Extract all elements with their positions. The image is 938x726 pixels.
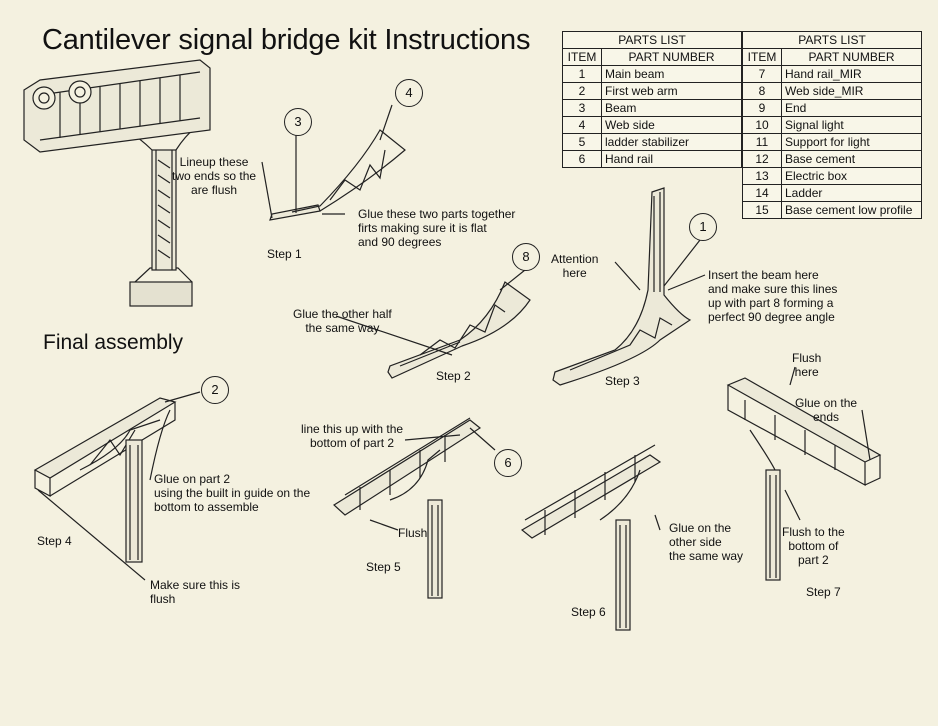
final-assembly-heading: Final assembly xyxy=(43,331,184,354)
item-number: 11 xyxy=(742,133,782,151)
step-label: Step 2 xyxy=(436,369,471,383)
part-name: Electric box xyxy=(781,167,922,185)
step-5-drawing xyxy=(333,417,496,599)
step-7-drawing xyxy=(726,366,882,581)
callout-part-2: 2 xyxy=(201,376,229,404)
part-name: Hand rail xyxy=(601,150,742,168)
page-title: Cantilever signal bridge kit Instruction… xyxy=(42,24,531,56)
item-number: 10 xyxy=(742,116,782,134)
step-4-drawing xyxy=(33,391,201,581)
step-label: Step 7 xyxy=(806,585,841,599)
callout-part-4: 4 xyxy=(395,79,423,107)
callout-part-8: 8 xyxy=(512,243,540,271)
part-name: Signal light xyxy=(781,116,922,134)
callout-part-3: 3 xyxy=(284,108,312,136)
step-label: Step 1 xyxy=(267,247,302,261)
step-2-drawing xyxy=(335,269,531,379)
callout-part-1: 1 xyxy=(689,213,717,241)
part-name: Beam xyxy=(601,99,742,117)
col-part: PART NUMBER xyxy=(601,48,742,66)
parts-list-heading: PARTS LIST xyxy=(742,31,922,49)
step-1-drawing xyxy=(261,104,406,221)
part-name: Base cement low profile xyxy=(781,201,922,219)
part-name: Main beam xyxy=(601,65,742,83)
part-name: Web side_MIR xyxy=(781,82,922,100)
item-number: 6 xyxy=(562,150,602,168)
note-flush: Flush xyxy=(398,526,428,540)
step-label: Step 5 xyxy=(366,560,401,574)
part-name: First web arm xyxy=(601,82,742,100)
step-label: Step 3 xyxy=(605,374,640,388)
step-3-drawing xyxy=(552,187,706,386)
step-label: Step 4 xyxy=(37,534,72,548)
callout-part-6: 6 xyxy=(494,449,522,477)
part-name: ladder stabilizer xyxy=(601,133,742,151)
item-number: 15 xyxy=(742,201,782,219)
step-label: Step 6 xyxy=(571,605,606,619)
step-6-drawing xyxy=(520,444,662,631)
item-number: 12 xyxy=(742,150,782,168)
complete-bridge-drawing xyxy=(23,59,211,307)
item-number: 13 xyxy=(742,167,782,185)
part-name: Web side xyxy=(601,116,742,134)
